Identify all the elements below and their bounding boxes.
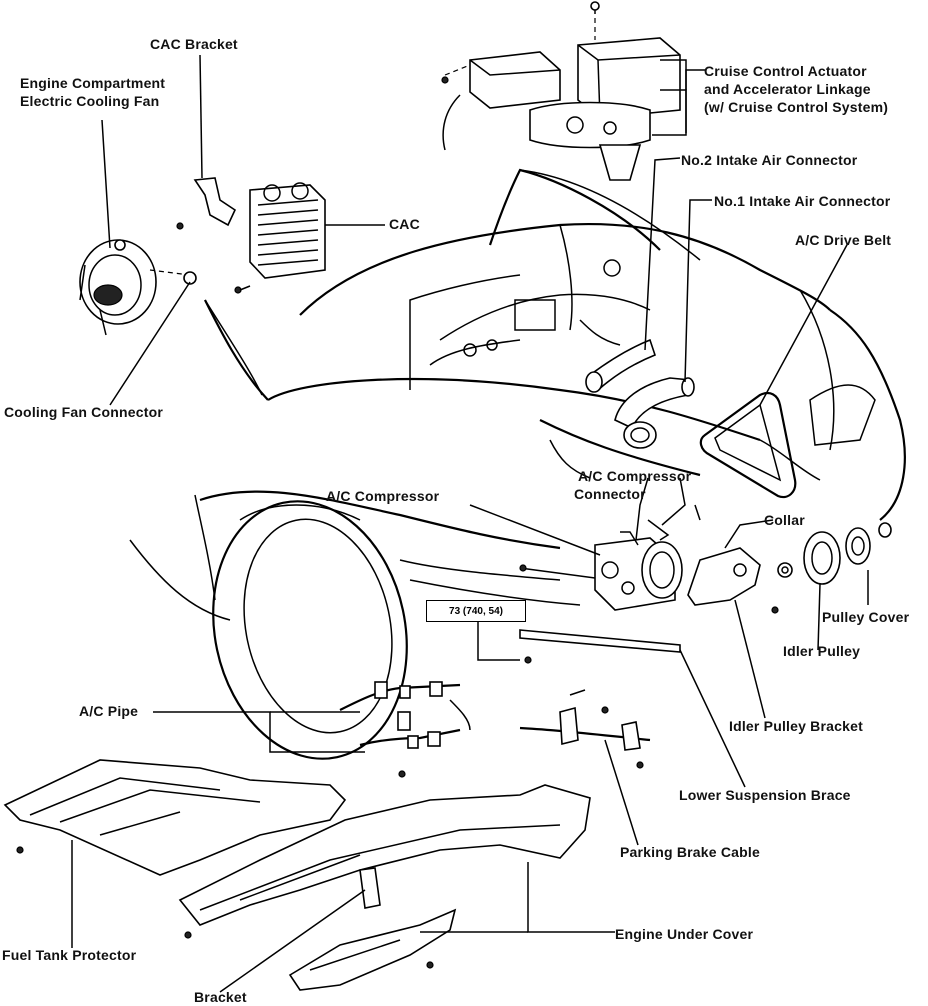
ac-pipe bbox=[339, 681, 471, 778]
label-fuel-tank-protector: Fuel Tank Protector bbox=[2, 947, 137, 963]
label-cruise-line3: (w/ Cruise Control System) bbox=[704, 99, 889, 115]
label-engine-fan-line2: Electric Cooling Fan bbox=[20, 93, 160, 109]
label-cruise-line1: Cruise Control Actuator bbox=[704, 63, 867, 79]
intake-air-connectors bbox=[585, 338, 695, 449]
lower-suspension-brace bbox=[519, 629, 681, 664]
label-engine-under-cover: Engine Under Cover bbox=[615, 926, 754, 942]
cruise-control-actuator bbox=[441, 1, 687, 181]
label-cruise-line2: and Accelerator Linkage bbox=[704, 81, 871, 97]
label-pulley-cover: Pulley Cover bbox=[822, 609, 910, 625]
label-ac-pipe: A/C Pipe bbox=[79, 703, 139, 719]
leader-lines bbox=[71, 54, 869, 993]
label-idler-pulley-bracket: Idler Pulley Bracket bbox=[729, 718, 863, 734]
wheel bbox=[212, 500, 408, 760]
fuel-tank-protector bbox=[3, 759, 347, 876]
bracket-bottom bbox=[359, 867, 381, 909]
parking-brake-cable bbox=[519, 689, 651, 769]
label-bracket: Bracket bbox=[194, 989, 247, 1005]
ac-compressor bbox=[519, 504, 701, 611]
label-cooling-fan-connector: Cooling Fan Connector bbox=[4, 404, 163, 420]
label-parking-brake-cable: Parking Brake Cable bbox=[620, 844, 760, 860]
label-no1-intake: No.1 Intake Air Connector bbox=[714, 193, 891, 209]
torque-spec-box: 73 (740, 54) bbox=[426, 600, 526, 622]
label-ac-compressor: A/C Compressor bbox=[326, 488, 440, 504]
label-idler-pulley: Idler Pulley bbox=[783, 643, 861, 659]
car-body-outline bbox=[129, 168, 906, 621]
label-engine-fan-line1: Engine Compartment bbox=[20, 75, 166, 91]
electric-cooling-fan bbox=[79, 239, 197, 336]
idler-pulley-assembly bbox=[687, 522, 892, 614]
label-cac-bracket: CAC Bracket bbox=[150, 36, 238, 52]
cac-unit bbox=[176, 177, 326, 294]
label-cac: CAC bbox=[389, 216, 420, 232]
label-collar: Collar bbox=[764, 512, 805, 528]
ac-drive-belt bbox=[699, 391, 797, 499]
label-ac-drive-belt: A/C Drive Belt bbox=[795, 232, 892, 248]
label-ac-compressor-connector-line1: A/C Compressor bbox=[578, 468, 692, 484]
label-ac-compressor-connector-line2: Connector bbox=[574, 486, 646, 502]
label-no2-intake: No.2 Intake Air Connector bbox=[681, 152, 858, 168]
label-lower-suspension-brace: Lower Suspension Brace bbox=[679, 787, 851, 803]
engine-under-cover bbox=[178, 784, 591, 991]
